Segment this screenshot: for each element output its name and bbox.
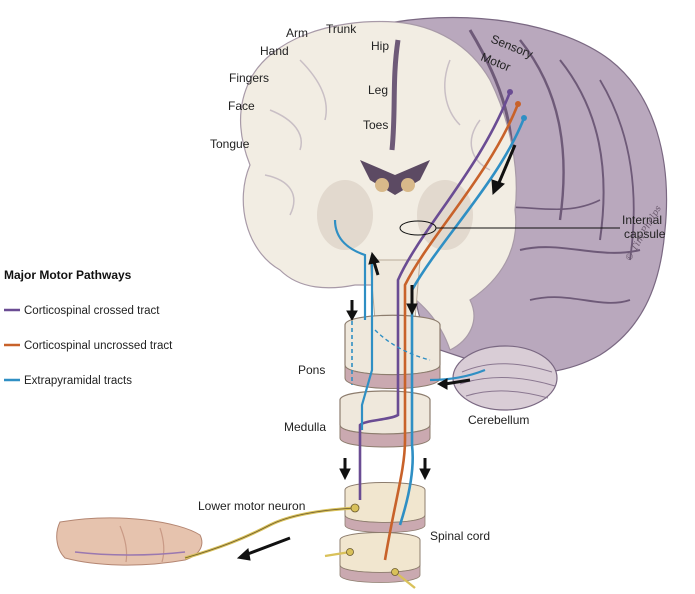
label-spinal-cord: Spinal cord bbox=[430, 529, 490, 543]
label-medulla: Medulla bbox=[284, 420, 326, 434]
corticospinal-uncrossed-tract bbox=[383, 103, 520, 561]
extrapyramidal-tract-cerebellar bbox=[429, 368, 486, 382]
pons-block bbox=[344, 314, 441, 389]
label-tongue: Tongue bbox=[210, 137, 250, 151]
label-arm: Arm bbox=[286, 26, 308, 40]
legend-item-crossed: Corticospinal crossed tract bbox=[24, 305, 160, 317]
legend-item-uncrossed: Corticospinal uncrossed tract bbox=[24, 340, 173, 352]
internal-capsule-marker bbox=[399, 220, 620, 236]
legend: Major Motor Pathways Corticospinal cross… bbox=[4, 268, 173, 387]
label-trunk: Trunk bbox=[326, 22, 357, 36]
label-hip: Hip bbox=[371, 39, 389, 53]
legend-title: Major Motor Pathways bbox=[4, 268, 132, 282]
corticospinal-crossed-tract bbox=[358, 91, 512, 500]
cerebellum-shape bbox=[452, 345, 558, 411]
label-toes: Toes bbox=[363, 118, 388, 132]
label-pons: Pons bbox=[298, 363, 325, 377]
lower-motor-neuron-nerve bbox=[184, 506, 356, 560]
label-internal-capsule-1: Internal bbox=[622, 213, 662, 227]
finger-illustration bbox=[56, 517, 203, 566]
coronal-section bbox=[240, 20, 517, 351]
extrapyramidal-tract-left bbox=[333, 219, 374, 430]
spinal-cord-segments bbox=[339, 482, 426, 583]
label-internal-capsule-2: capsule bbox=[624, 227, 666, 241]
legend-item-extrapyramidal: Extrapyramidal tracts bbox=[24, 375, 132, 387]
label-cerebellum: Cerebellum bbox=[468, 413, 529, 427]
label-fingers: Fingers bbox=[229, 71, 269, 85]
flow-arrows bbox=[236, 144, 517, 561]
label-face: Face bbox=[228, 99, 255, 113]
label-lower-motor-neuron: Lower motor neuron bbox=[198, 499, 305, 513]
label-hand: Hand bbox=[260, 44, 289, 58]
extrapyramidal-tract-main bbox=[398, 117, 526, 526]
label-leg: Leg bbox=[368, 83, 388, 97]
